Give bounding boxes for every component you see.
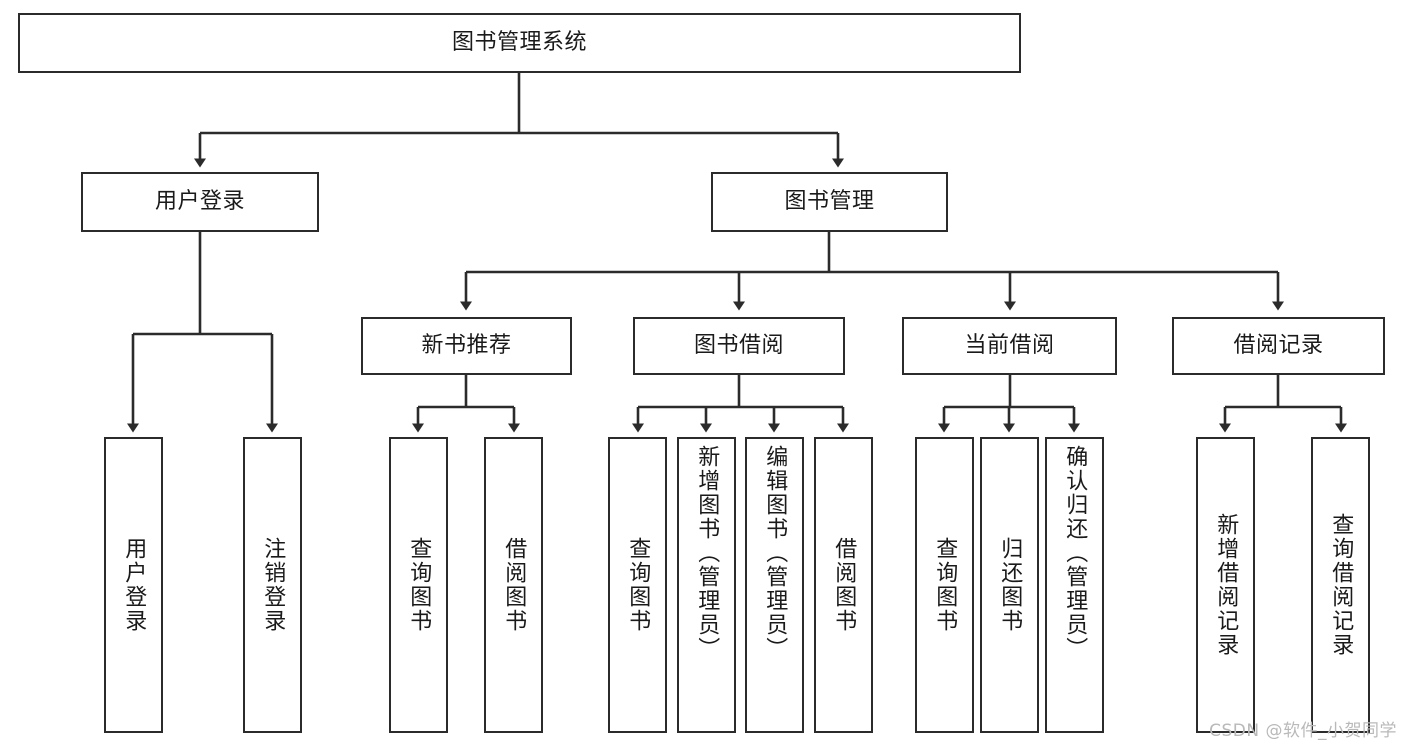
leaf-borrow-book-1-label: 借阅图书 [501,537,527,633]
leaf-query-book-3[interactable]: 查询图书 [915,437,974,733]
leaf-user-logout[interactable]: 注销登录 [243,437,302,733]
node-book-manage[interactable]: 图书管理 [711,172,948,232]
connectors-root [194,73,844,168]
node-borrow-record[interactable]: 借阅记录 [1172,317,1385,375]
leaf-query-book-2-label: 查询图书 [625,537,651,633]
leaf-return-book[interactable]: 归还图书 [980,437,1039,733]
leaf-borrow-book-1[interactable]: 借阅图书 [484,437,543,733]
leaf-edit-book[interactable]: 编辑图书（管理员） [745,437,804,733]
connectors-current-borrow [938,375,1080,433]
leaf-return-book-label: 归还图书 [997,537,1023,633]
node-book-manage-label: 图书管理 [784,188,875,214]
leaf-confirm-return[interactable]: 确认归还（管理员） [1045,437,1104,733]
connectors-user-login [127,232,278,433]
connectors-new-book-recommend [412,375,520,433]
leaf-add-record[interactable]: 新增借阅记录 [1196,437,1255,733]
leaf-edit-book-label: 编辑图书（管理员） [762,445,788,661]
connectors-book-manage [460,232,1284,311]
leaf-query-record[interactable]: 查询借阅记录 [1311,437,1370,733]
node-user-login-label: 用户登录 [154,188,245,214]
leaf-add-book-label: 新增图书（管理员） [694,445,720,661]
leaf-user-login-label: 用户登录 [121,537,147,633]
node-new-book-recommend[interactable]: 新书推荐 [361,317,572,375]
leaf-query-book-1[interactable]: 查询图书 [389,437,448,733]
leaf-user-login[interactable]: 用户登录 [104,437,163,733]
leaf-query-book-2[interactable]: 查询图书 [608,437,667,733]
node-root[interactable]: 图书管理系统 [18,13,1021,73]
node-new-book-recommend-label: 新书推荐 [421,332,512,358]
leaf-query-book-1-label: 查询图书 [406,537,432,633]
leaf-query-record-label: 查询借阅记录 [1328,513,1354,657]
node-book-borrow[interactable]: 图书借阅 [633,317,845,375]
node-current-borrow[interactable]: 当前借阅 [902,317,1117,375]
connectors-borrow-record [1219,375,1347,433]
leaf-confirm-return-label: 确认归还（管理员） [1062,445,1088,661]
leaf-add-record-label: 新增借阅记录 [1213,513,1239,657]
node-user-login[interactable]: 用户登录 [81,172,319,232]
connectors-book-borrow [632,375,849,433]
leaf-borrow-book-2[interactable]: 借阅图书 [814,437,873,733]
leaf-add-book[interactable]: 新增图书（管理员） [677,437,736,733]
leaf-query-book-3-label: 查询图书 [932,537,958,633]
leaf-borrow-book-2-label: 借阅图书 [831,537,857,633]
node-root-label: 图书管理系统 [451,29,587,55]
node-book-borrow-label: 图书借阅 [693,332,784,358]
node-current-borrow-label: 当前借阅 [964,332,1055,358]
leaf-user-logout-label: 注销登录 [260,537,286,633]
node-borrow-record-label: 借阅记录 [1233,332,1324,358]
